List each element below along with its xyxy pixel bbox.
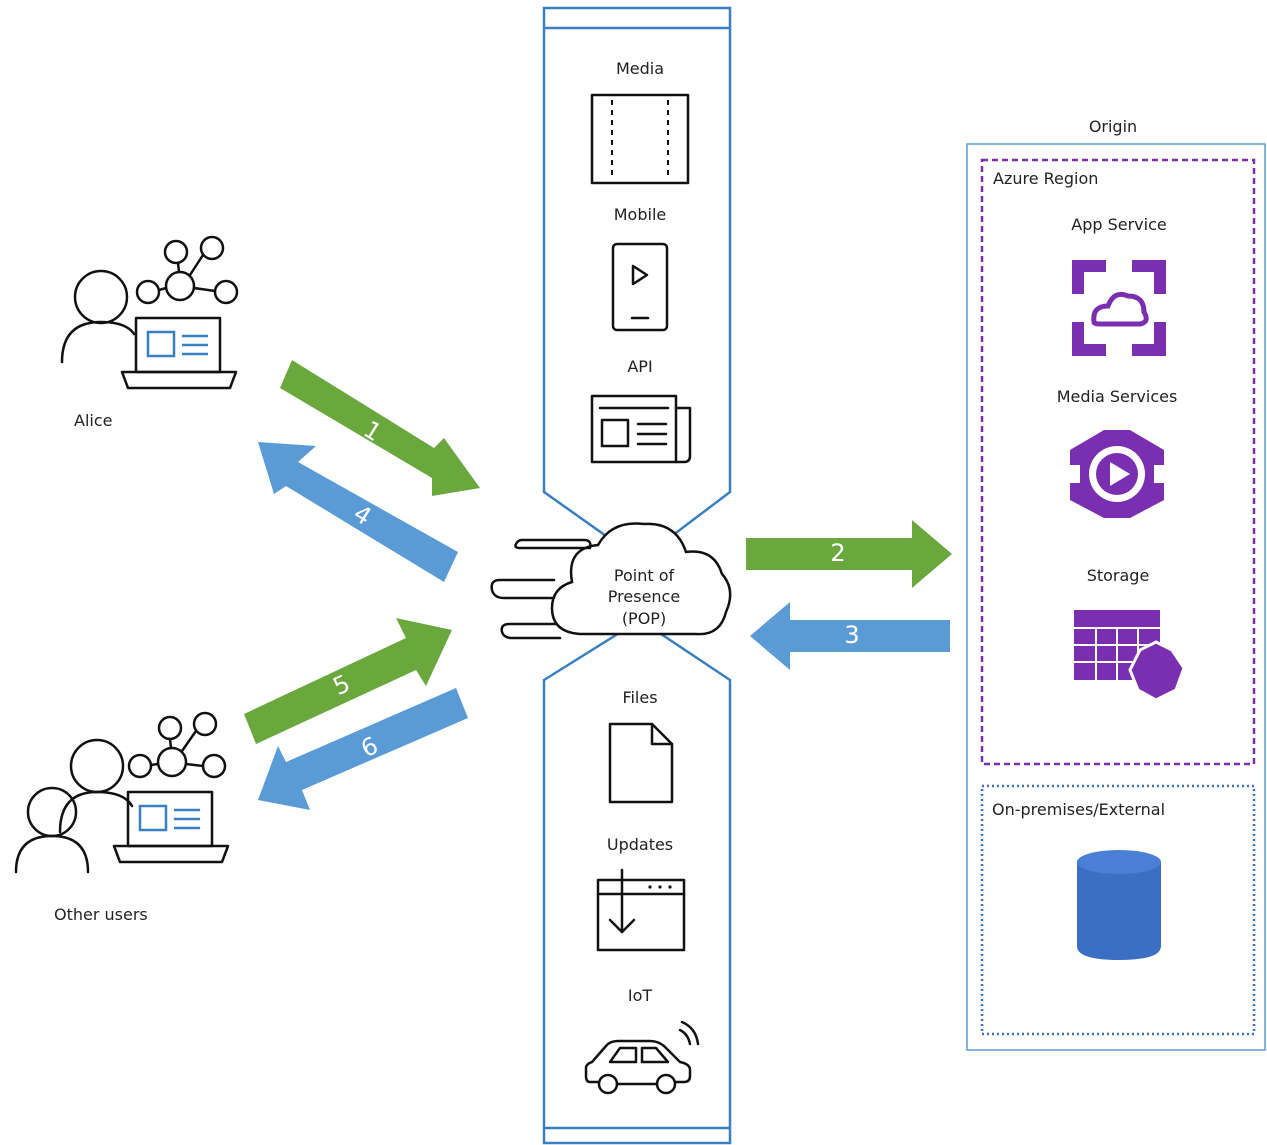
- onprem-title: On-premises/External: [992, 800, 1165, 819]
- download-window-icon: [596, 868, 686, 952]
- mobile-phone-icon: [611, 242, 669, 332]
- film-strip-icon: [590, 93, 690, 185]
- arrow-step-4: 4: [258, 442, 458, 582]
- origin-box: [966, 143, 1266, 1051]
- storage-icon: [1074, 610, 1186, 702]
- pop-label-line3: (POP): [622, 609, 666, 628]
- azure-region-box: [980, 158, 1256, 766]
- api-label: API: [627, 357, 652, 376]
- newspaper-icon: [590, 394, 692, 464]
- origin-title: Origin: [1089, 117, 1137, 136]
- step-2-number: 2: [830, 539, 845, 567]
- iot-label: IoT: [628, 986, 653, 1005]
- files-label: Files: [622, 688, 657, 707]
- document-icon: [608, 722, 674, 804]
- media-services-icon: [1066, 430, 1168, 518]
- cloud-speed-icon: [490, 522, 732, 640]
- arrow-step-2: 2: [746, 520, 952, 588]
- app-service-icon: [1072, 260, 1166, 356]
- users-group-icon: [14, 711, 230, 874]
- user-network-laptop-icon: [60, 235, 239, 390]
- arrow-step-1: 1: [280, 360, 480, 496]
- pop-label-line2: Presence: [608, 587, 680, 606]
- step-3-number: 3: [844, 621, 859, 649]
- arrow-step-3: 3: [750, 602, 950, 670]
- connected-car-icon: [584, 1020, 700, 1095]
- azure-region-title: Azure Region: [993, 169, 1098, 188]
- updates-label: Updates: [607, 835, 673, 854]
- other-users-label: Other users: [54, 905, 148, 924]
- pop-label-line1: Point of: [614, 566, 675, 585]
- onprem-box: [980, 784, 1256, 1036]
- media-label: Media: [616, 59, 664, 78]
- app-service-label: App Service: [1071, 215, 1166, 234]
- arrow-step-6: 6: [258, 688, 468, 810]
- media-services-label: Media Services: [1057, 387, 1178, 406]
- mobile-label: Mobile: [614, 205, 666, 224]
- alice-label: Alice: [74, 411, 112, 430]
- storage-label: Storage: [1087, 566, 1150, 585]
- database-cylinder-icon: [1077, 850, 1161, 960]
- arrow-step-5: 5: [244, 618, 452, 744]
